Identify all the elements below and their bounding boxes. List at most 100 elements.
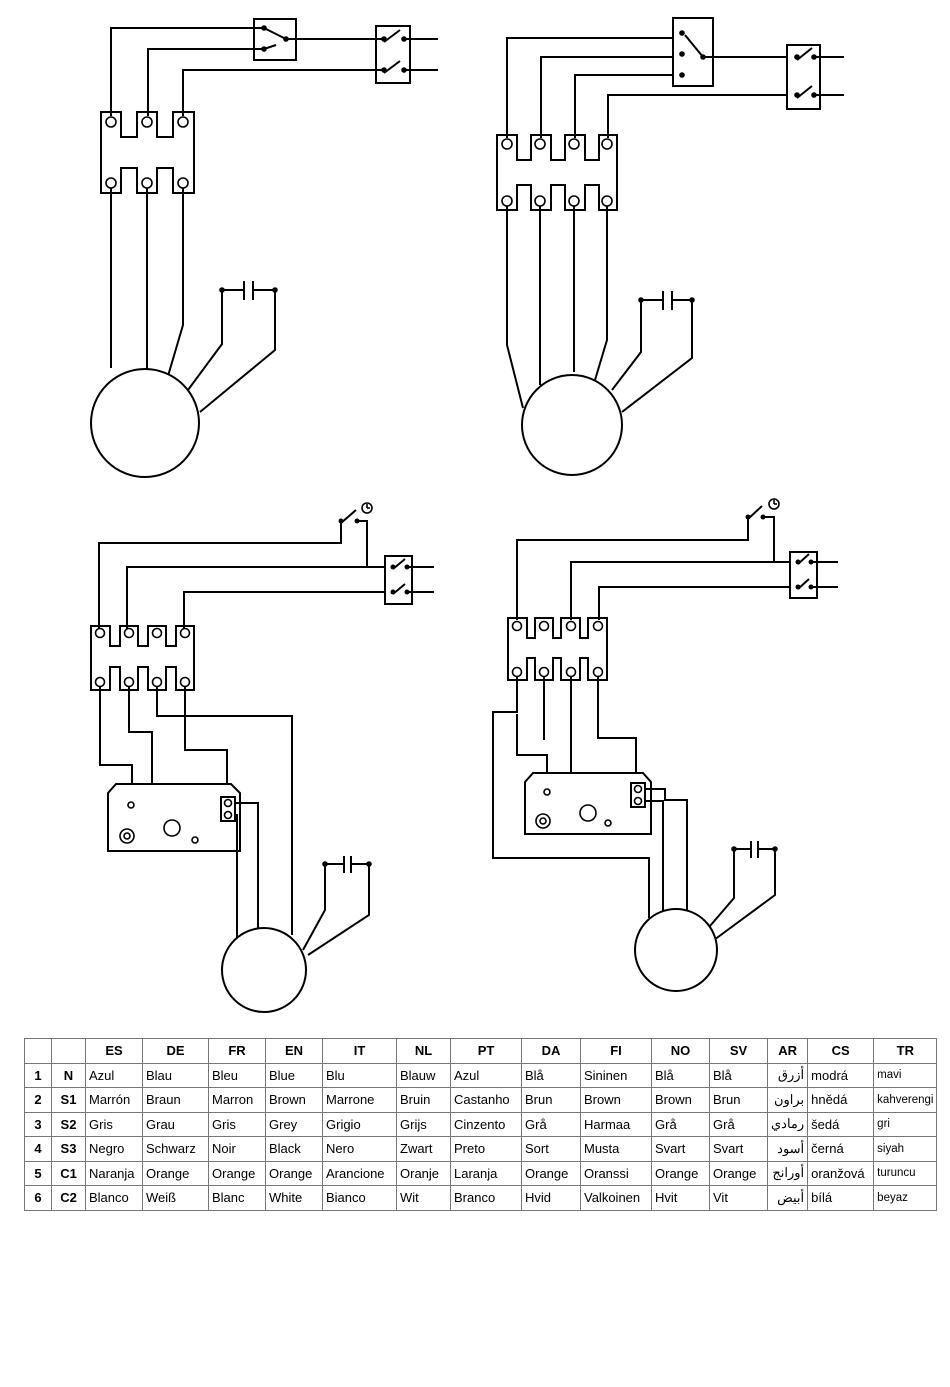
color-cell: Blanco — [85, 1185, 143, 1211]
terminal-block — [100, 111, 195, 194]
diagram-2 — [496, 17, 844, 476]
color-cell: Harmaa — [580, 1111, 652, 1137]
color-cell: Weiß — [142, 1185, 209, 1211]
column-header: FR — [208, 1038, 266, 1064]
diagram-1 — [90, 18, 438, 478]
color-cell: Castanho — [450, 1087, 522, 1113]
motor — [221, 927, 307, 1013]
color-cell: Svart — [651, 1136, 710, 1162]
row-index: 1 — [24, 1062, 52, 1088]
color-cell: Cinzento — [450, 1111, 522, 1137]
row-index: 5 — [24, 1160, 52, 1186]
color-cell: Marrone — [322, 1087, 397, 1113]
color-cell: mavi — [873, 1062, 938, 1088]
row-index: 3 — [24, 1111, 52, 1137]
color-cell: Blå — [521, 1062, 581, 1088]
color-cell: Arancione — [322, 1160, 397, 1186]
color-cell: Brown — [651, 1087, 710, 1113]
color-cell: Vit — [709, 1185, 768, 1211]
column-header: SV — [709, 1038, 768, 1064]
column-header: FI — [580, 1038, 652, 1064]
row-index: 4 — [24, 1136, 52, 1162]
color-cell: Svart — [709, 1136, 768, 1162]
motor — [521, 374, 623, 476]
column-header: TR — [873, 1038, 938, 1064]
color-cell: Azul — [85, 1062, 143, 1088]
color-cell: أزرق — [766, 1062, 809, 1088]
color-cell: bílá — [807, 1185, 875, 1211]
color-cell: černá — [807, 1136, 875, 1162]
color-cell: Blue — [265, 1062, 323, 1088]
color-cell: Grå — [709, 1111, 768, 1137]
color-cell: Black — [265, 1136, 323, 1162]
color-cell: Bianco — [322, 1185, 397, 1211]
color-cell: Orange — [521, 1160, 581, 1186]
color-cell: Marron — [208, 1087, 266, 1113]
color-cell: Oranssi — [580, 1160, 652, 1186]
column-header: NL — [396, 1038, 451, 1064]
color-cell: modrá — [807, 1062, 875, 1088]
color-cell: Orange — [651, 1160, 710, 1186]
wiring-diagrams — [90, 17, 844, 1013]
color-cell: Naranja — [85, 1160, 143, 1186]
color-cell: أسود — [766, 1136, 809, 1162]
color-cell: أورانج — [766, 1160, 809, 1186]
control-unit — [107, 783, 241, 852]
color-cell: Orange — [709, 1160, 768, 1186]
color-cell: Grå — [521, 1111, 581, 1137]
color-cell: Grå — [651, 1111, 710, 1137]
color-cell: Valkoinen — [580, 1185, 652, 1211]
wire-code: C1 — [51, 1160, 86, 1186]
column-header: DA — [521, 1038, 581, 1064]
color-cell: Hvid — [521, 1185, 581, 1211]
color-cell: Orange — [265, 1160, 323, 1186]
color-cell: White — [265, 1185, 323, 1211]
color-cell: Blu — [322, 1062, 397, 1088]
column-header: ES — [85, 1038, 143, 1064]
column-header: AR — [766, 1038, 809, 1064]
selector-switch — [672, 17, 714, 87]
column-header: IT — [322, 1038, 397, 1064]
color-cell: Zwart — [396, 1136, 451, 1162]
column-header — [51, 1038, 86, 1064]
color-cell: أبيض — [766, 1185, 809, 1211]
color-cell: Brown — [580, 1087, 652, 1113]
color-cell: Orange — [142, 1160, 209, 1186]
color-cell: turuncu — [873, 1160, 938, 1186]
color-cell: Gris — [208, 1111, 266, 1137]
color-cell: beyaz — [873, 1185, 938, 1211]
wire-code: C2 — [51, 1185, 86, 1211]
color-cell: Blauw — [396, 1062, 451, 1088]
color-cell: Negro — [85, 1136, 143, 1162]
color-cell: Preto — [450, 1136, 522, 1162]
color-cell: Gris — [85, 1111, 143, 1137]
color-cell: Grijs — [396, 1111, 451, 1137]
column-header: CS — [807, 1038, 875, 1064]
wire-code: N — [51, 1062, 86, 1088]
color-cell: Hvit — [651, 1185, 710, 1211]
color-cell: Wit — [396, 1185, 451, 1211]
column-header: NO — [651, 1038, 710, 1064]
color-cell: Sort — [521, 1136, 581, 1162]
color-cell: Bruin — [396, 1087, 451, 1113]
color-cell: šedá — [807, 1111, 875, 1137]
column-header — [24, 1038, 52, 1064]
color-cell: Grau — [142, 1111, 209, 1137]
color-cell: hnědá — [807, 1087, 875, 1113]
color-cell: oranžová — [807, 1160, 875, 1186]
color-cell: رمادي — [766, 1111, 809, 1137]
color-cell: Branco — [450, 1185, 522, 1211]
color-cell: Blå — [651, 1062, 710, 1088]
column-header: DE — [142, 1038, 209, 1064]
row-index: 6 — [24, 1185, 52, 1211]
color-cell: Blanc — [208, 1185, 266, 1211]
color-cell: Noir — [208, 1136, 266, 1162]
color-cell: Nero — [322, 1136, 397, 1162]
terminal-block — [90, 625, 195, 691]
wire-code: S2 — [51, 1111, 86, 1137]
motor — [90, 368, 200, 478]
terminal-block — [507, 617, 608, 681]
color-cell: Bleu — [208, 1062, 266, 1088]
